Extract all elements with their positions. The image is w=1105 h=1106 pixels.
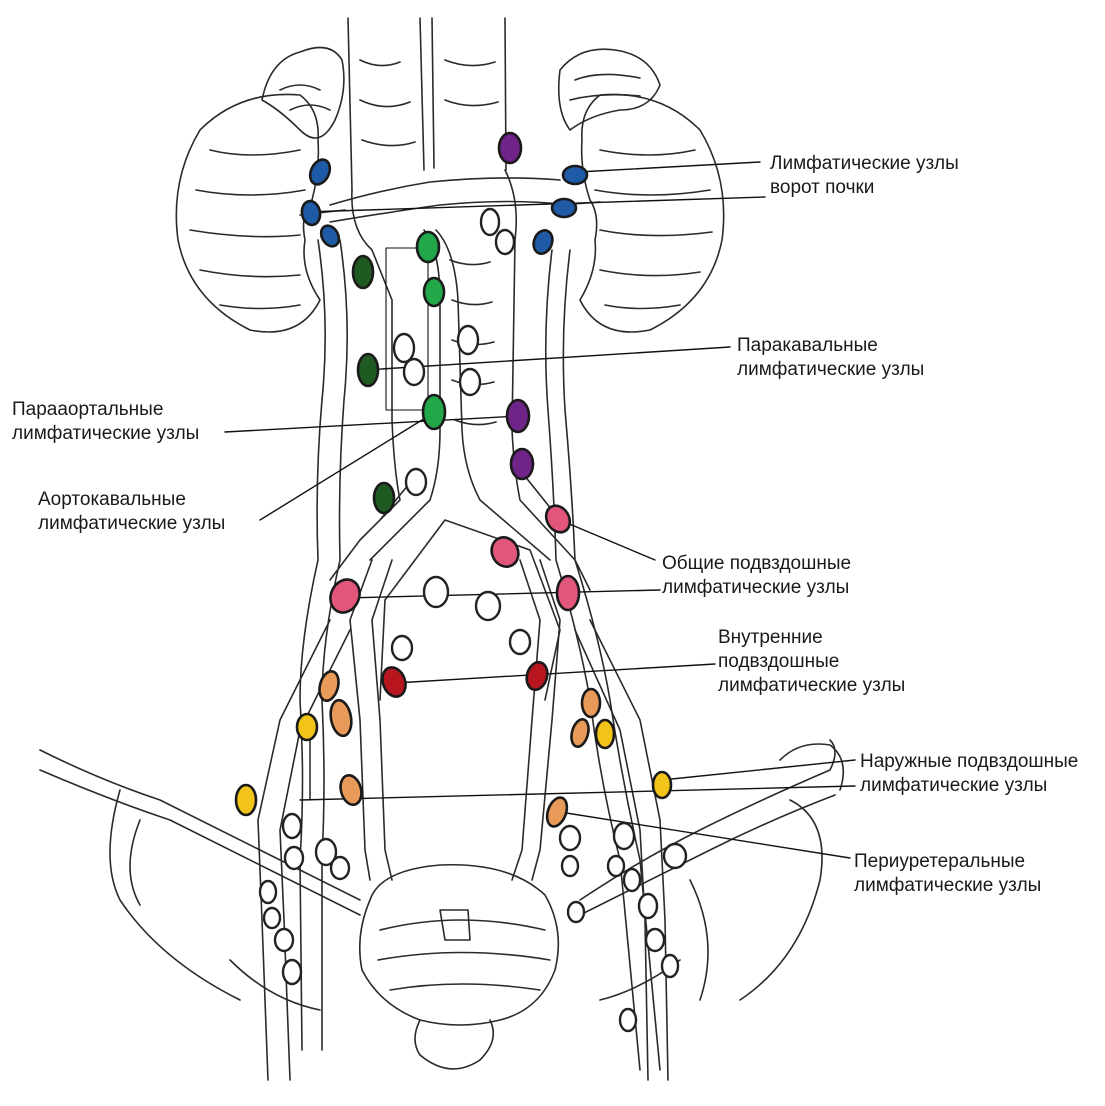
empty-node	[476, 592, 500, 620]
internal-iliac-nodes	[379, 660, 551, 700]
periureteral-node	[328, 699, 354, 738]
leader-lines	[225, 162, 855, 858]
label-internal-iliac-line3: лимфатические узлы	[718, 674, 905, 698]
label-renal-hilar: Лимфатические узлы ворот почки	[770, 152, 959, 200]
internal-iliac-node	[379, 664, 410, 700]
paraaortic-node	[507, 400, 529, 432]
label-common-iliac-line1: Общие подвздошные	[662, 552, 851, 576]
periureteral-node	[337, 773, 364, 807]
periureteral-nodes	[316, 669, 600, 829]
periureteral-node	[569, 717, 592, 748]
empty-node	[510, 630, 530, 654]
renal-hilar-node	[552, 199, 576, 217]
empty-node	[481, 209, 499, 235]
periureteral-node	[316, 669, 341, 703]
label-aortocaval: Аортокавальные лимфатические узлы	[38, 488, 225, 536]
external-iliac-node	[596, 720, 614, 748]
empty-node	[568, 902, 584, 922]
label-internal-iliac: Внутренние подвздошные лимфатические узл…	[718, 626, 905, 698]
renal-hilar-node	[563, 166, 587, 184]
label-paracaval-line1: Паракавальные	[737, 334, 924, 358]
empty-node	[460, 369, 480, 395]
empty-node	[275, 929, 293, 951]
unlabeled-nodes	[260, 209, 686, 1031]
renal-hilar-node	[306, 156, 333, 187]
ureters	[258, 240, 668, 1080]
empty-node	[394, 334, 414, 362]
label-periureteral: Периуретеральные лимфатические узлы	[854, 850, 1041, 898]
periureteral-node	[582, 689, 600, 717]
empty-node	[424, 577, 448, 607]
label-internal-iliac-line1: Внутренние	[718, 626, 905, 650]
paraaortic-node	[511, 449, 533, 479]
empty-node	[646, 929, 664, 951]
empty-node	[560, 826, 580, 850]
empty-node	[496, 230, 514, 254]
aortocaval-node	[353, 256, 373, 288]
label-renal-hilar-line2: ворот почки	[770, 176, 959, 200]
label-paraaortic-line2: лимфатические узлы	[12, 422, 199, 446]
empty-node	[331, 857, 349, 879]
empty-node	[260, 881, 276, 903]
label-periureteral-line1: Периуретеральные	[854, 850, 1041, 874]
pelvis	[40, 740, 843, 1010]
empty-node	[662, 955, 678, 977]
label-paracaval: Паракавальные лимфатические узлы	[737, 334, 924, 382]
label-aortocaval-line1: Аортокавальные	[38, 488, 225, 512]
empty-node	[614, 823, 634, 849]
right-kidney	[559, 49, 724, 332]
empty-node	[608, 856, 624, 876]
aortocaval-nodes	[353, 256, 394, 513]
empty-node	[458, 326, 478, 354]
label-external-iliac-line1: Наружные подвздошные	[860, 750, 1078, 774]
empty-node	[283, 814, 301, 838]
label-paraaortic-line1: Парааортальные	[12, 398, 199, 422]
empty-node	[664, 844, 686, 868]
empty-node	[562, 856, 578, 876]
great-vessels	[300, 18, 600, 880]
empty-node	[624, 869, 640, 891]
paraaortic-nodes	[499, 133, 533, 479]
left-kidney	[176, 48, 344, 333]
common-iliac-node	[487, 533, 523, 571]
paracaval-node	[417, 232, 439, 262]
external-iliac-node	[297, 714, 317, 740]
common-iliac-node	[541, 501, 574, 536]
periureteral-node	[543, 795, 570, 829]
empty-node	[392, 636, 412, 660]
label-common-iliac: Общие подвздошные лимфатические узлы	[662, 552, 851, 600]
label-aortocaval-line2: лимфатические узлы	[38, 512, 225, 536]
paracaval-node	[424, 278, 444, 306]
label-renal-hilar-line1: Лимфатические узлы	[770, 152, 959, 176]
empty-node	[639, 894, 657, 918]
empty-node	[404, 359, 424, 385]
external-iliac-node	[236, 785, 256, 815]
paracaval-node	[423, 395, 445, 429]
common-iliac-node	[325, 575, 365, 618]
label-paracaval-line2: лимфатические узлы	[737, 358, 924, 382]
aortocaval-node	[374, 483, 394, 513]
empty-node	[264, 908, 280, 928]
label-paraaortic: Парааортальные лимфатические узлы	[12, 398, 199, 446]
external-iliac-node	[653, 772, 671, 798]
renal-hilar-node	[318, 222, 343, 249]
internal-iliac-node	[524, 660, 551, 692]
empty-node	[285, 847, 303, 869]
common-iliac-node	[557, 576, 579, 610]
aortocaval-node	[358, 354, 378, 386]
label-internal-iliac-line2: подвздошные	[718, 650, 905, 674]
label-external-iliac-line2: лимфатические узлы	[860, 774, 1078, 798]
empty-node	[406, 469, 426, 495]
empty-node	[283, 960, 301, 984]
label-external-iliac: Наружные подвздошные лимфатические узлы	[860, 750, 1078, 798]
empty-node	[620, 1009, 636, 1031]
label-periureteral-line2: лимфатические узлы	[854, 874, 1041, 898]
label-common-iliac-line2: лимфатические узлы	[662, 576, 851, 600]
bladder	[360, 865, 559, 1069]
common-iliac-nodes	[325, 501, 579, 617]
paraaortic-node	[499, 133, 521, 163]
